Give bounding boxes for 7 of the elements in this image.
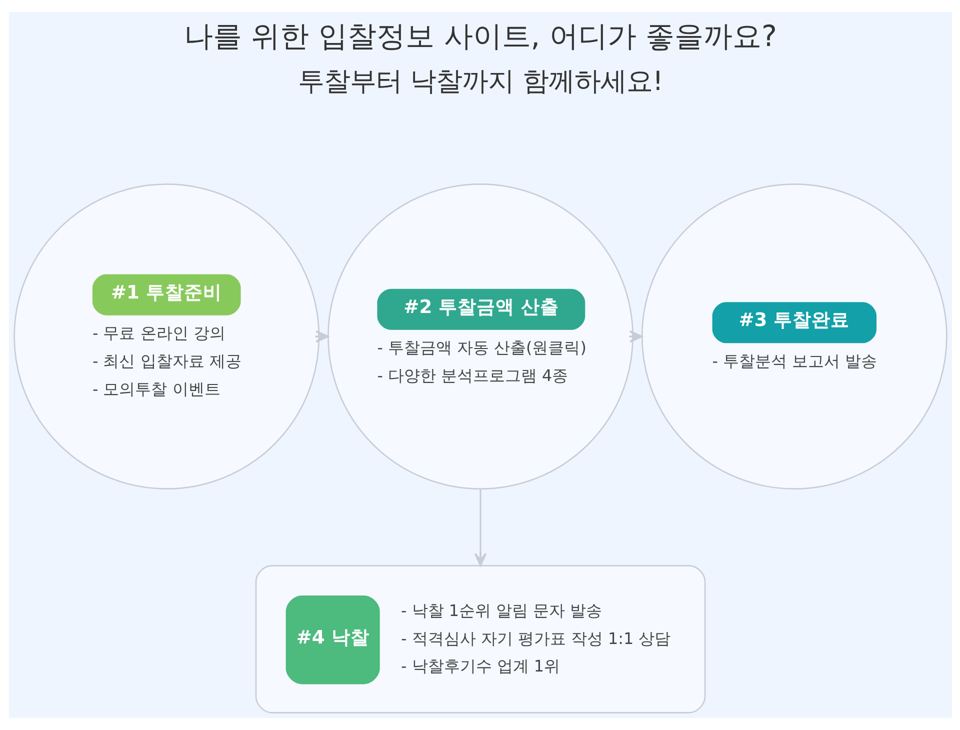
label: 투찰부터 낙찰까지 함께하세요! (297, 66, 663, 98)
diagram-title: 나를 위한 입찰정보 사이트, 어디가 좋을까요? (183, 18, 777, 53)
arrow (474, 489, 486, 566)
arrow (314, 330, 328, 343)
node-circle: #3 투찰완료 - 투찰분석 보고서 발송 (640, 184, 947, 490)
node-box: #4 낙찰 - 낙찰 1순위 알림 문자 발송 - 적격심사 자기 평가표 작성 1:1 상담 - 낙찰후기수 업계 1위 (254, 564, 706, 714)
arrow (628, 330, 642, 343)
